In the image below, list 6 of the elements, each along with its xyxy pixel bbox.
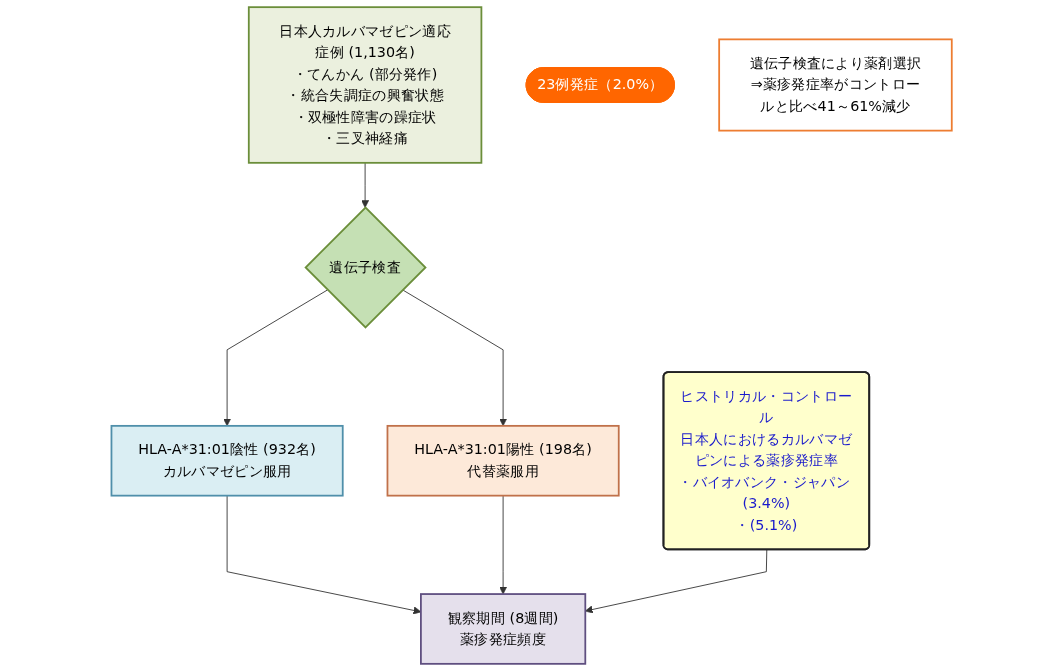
node-diamond: 遺伝子検査	[304, 206, 428, 329]
node-box: 日本人カルバマゼピン適応症例 (1,130名) ・てんかん (部分発作) ・統合失調症の興奮状態 ・双極性障害の躁症状 ・三叉神経痛	[248, 6, 483, 164]
node-box: HLA-A*31:01陰性 (932名) カルバマゼピン服用	[110, 424, 344, 497]
node-box: HLA-A*31:01陽性 (198名) 代替薬服用	[386, 424, 620, 497]
node-box: 遺伝子検査により薬剤選択 ⇒薬疹発症率がコントロールと比べ41～61%減少	[718, 38, 954, 132]
node-box: 観察期間 (8週間) 薬疹発症頻度	[420, 593, 587, 665]
